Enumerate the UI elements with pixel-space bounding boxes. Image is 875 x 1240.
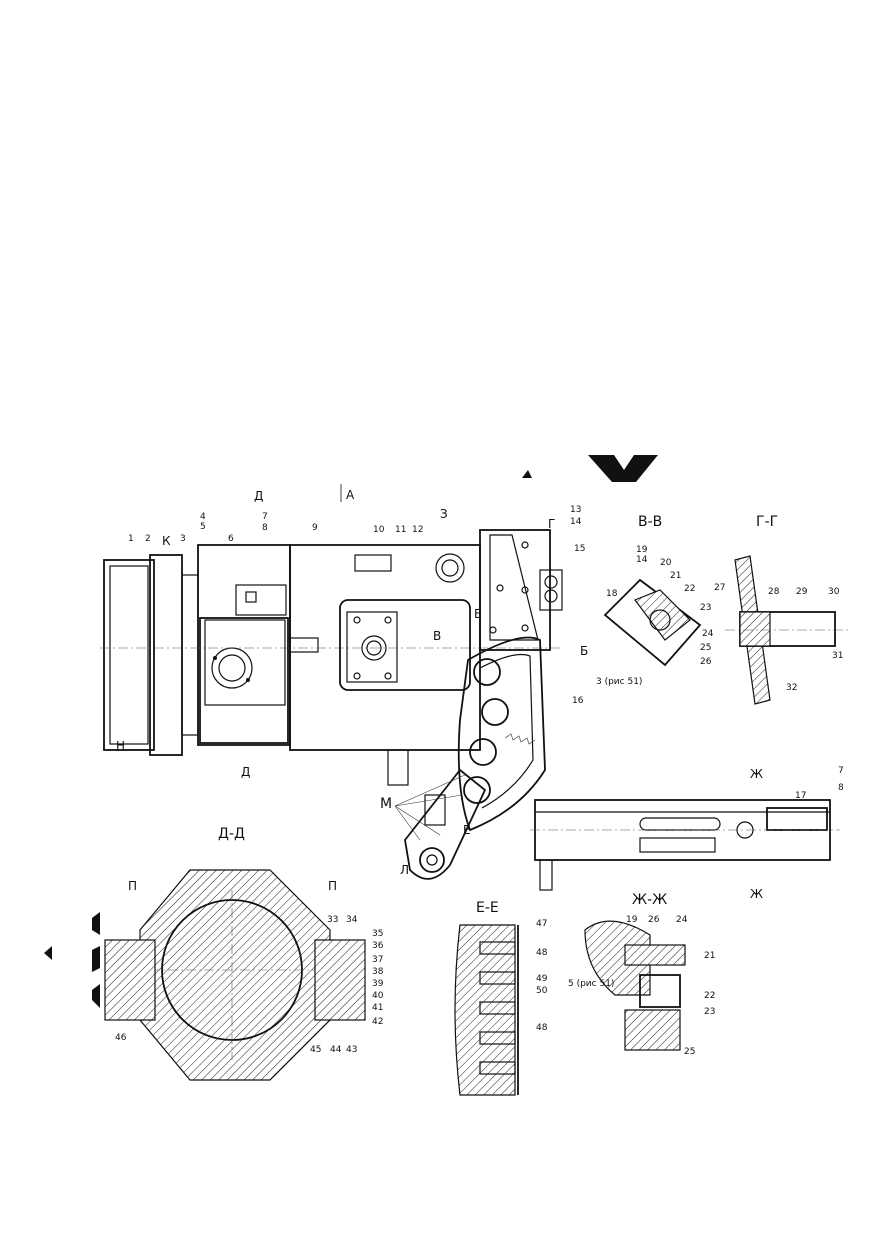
callout-23: 23	[700, 603, 711, 613]
callout-41: 41	[372, 1003, 383, 1013]
callout-48: 48	[536, 948, 548, 958]
callout-47: 47	[536, 919, 547, 929]
callout-44: 44	[330, 1045, 342, 1055]
cut-e-label-bottom: Е	[463, 823, 471, 837]
callout-13: 13	[570, 505, 581, 515]
callout-12: 12	[412, 525, 423, 535]
n-label: Н	[116, 739, 125, 753]
callout-5: 5	[200, 522, 206, 532]
reference-bv: 3 (рис 51)	[596, 677, 642, 687]
callout-9: 9	[312, 523, 318, 533]
reference-zh: 5 (рис 51)	[568, 979, 614, 989]
callout-6: 6	[228, 534, 234, 544]
callout-18: 18	[606, 589, 618, 599]
callout-15: 15	[574, 544, 585, 554]
p-right-label: П	[328, 879, 337, 893]
callout-45: 45	[310, 1045, 321, 1055]
main-view-labels: А Д Д З В Г Б Е Е Ж Ж К Н М Л 1 2 3 4 5 …	[116, 484, 844, 901]
section-d-d-title: Д-Д	[218, 826, 245, 842]
section-g-g: Г-Г 27 28 29 30 31 32	[714, 514, 850, 705]
callout-1: 1	[128, 534, 134, 544]
callout-2: 2	[145, 534, 151, 544]
callout-36: 36	[372, 941, 384, 951]
cut-d-label-bottom: Д	[241, 765, 250, 779]
callout-7: 7	[262, 512, 268, 522]
l-label: Л	[400, 863, 409, 877]
chevron-mark-icon	[522, 455, 658, 482]
callout-33: 33	[327, 915, 338, 925]
callout-28: 28	[768, 587, 780, 597]
triangle-left-icon	[44, 912, 100, 1008]
section-zh-zh: Ж-Ж 19 26 24 21 22 23 25 5 (рис 51)	[568, 892, 715, 1057]
cut-d-label: Д	[254, 489, 263, 503]
callout-26-zh: 26	[648, 915, 660, 925]
cut-zh-label: Ж	[750, 767, 763, 781]
cut-v-label: В	[433, 629, 441, 643]
callout-23-zh: 23	[704, 1007, 715, 1017]
callout-8: 8	[262, 523, 268, 533]
section-e-e-title: Е-Е	[476, 900, 499, 916]
callout-14-vv: 14	[636, 555, 648, 565]
callout-38: 38	[372, 967, 384, 977]
callout-34: 34	[346, 915, 358, 925]
callout-27: 27	[714, 583, 725, 593]
callout-42: 42	[372, 1017, 383, 1027]
section-e-e: Е-Е 47 48 49 50 48	[454, 900, 548, 1096]
section-zh-zh-title: Ж-Ж	[632, 892, 667, 908]
callout-25: 25	[700, 643, 711, 653]
callout-22-zh: 22	[704, 991, 715, 1001]
callout-46: 46	[115, 1033, 127, 1043]
callout-29: 29	[796, 587, 808, 597]
callout-3: 3	[180, 534, 186, 544]
callout-8-arm: 8	[838, 783, 844, 793]
callout-24: 24	[702, 629, 714, 639]
callout-35: 35	[372, 929, 383, 939]
k-label: К	[162, 534, 171, 548]
cut-z-label: З	[440, 507, 448, 521]
callout-24-zh: 24	[676, 915, 688, 925]
callout-25-zh: 25	[684, 1047, 695, 1057]
callout-19: 19	[636, 545, 648, 555]
callout-17: 17	[795, 791, 806, 801]
callout-40: 40	[372, 991, 384, 1001]
callout-37: 37	[372, 955, 383, 965]
callout-22: 22	[684, 584, 695, 594]
callout-48-lower: 48	[536, 1023, 548, 1033]
callout-21: 21	[670, 571, 681, 581]
cut-g-label: Г	[548, 517, 555, 531]
callout-50: 50	[536, 986, 548, 996]
section-d-d: Д-Д П П 33 34 35 36 37 38 39 40 41 42 43…	[104, 826, 384, 1081]
callout-20: 20	[660, 558, 672, 568]
callout-7-arm: 7	[838, 766, 844, 776]
callout-49: 49	[536, 974, 548, 984]
section-v-v-title: В-В	[638, 514, 662, 530]
p-left-label: П	[128, 879, 137, 893]
callout-32: 32	[786, 683, 797, 693]
section-v-v: В-В 18 19 14 20 21 22 23 24 25 26 3 (рис…	[596, 514, 714, 687]
callout-43: 43	[346, 1045, 357, 1055]
section-g-g-title: Г-Г	[756, 514, 778, 530]
callout-10: 10	[373, 525, 385, 535]
m-label: М	[380, 796, 392, 812]
view-a-label: А	[346, 488, 355, 502]
callout-14: 14	[570, 517, 582, 527]
callout-30: 30	[828, 587, 840, 597]
callout-19-zh: 19	[626, 915, 638, 925]
cut-zh-label-bottom: Ж	[750, 887, 763, 901]
callout-26: 26	[700, 657, 712, 667]
callout-4: 4	[200, 512, 206, 522]
callout-39: 39	[372, 979, 384, 989]
cut-e-label: Е	[474, 607, 482, 621]
callout-11: 11	[395, 525, 406, 535]
main-assembly-view	[100, 529, 840, 891]
view-b-label: Б	[580, 644, 588, 658]
callout-31: 31	[832, 651, 843, 661]
callout-21-zh: 21	[704, 951, 715, 961]
callout-16: 16	[572, 696, 584, 706]
